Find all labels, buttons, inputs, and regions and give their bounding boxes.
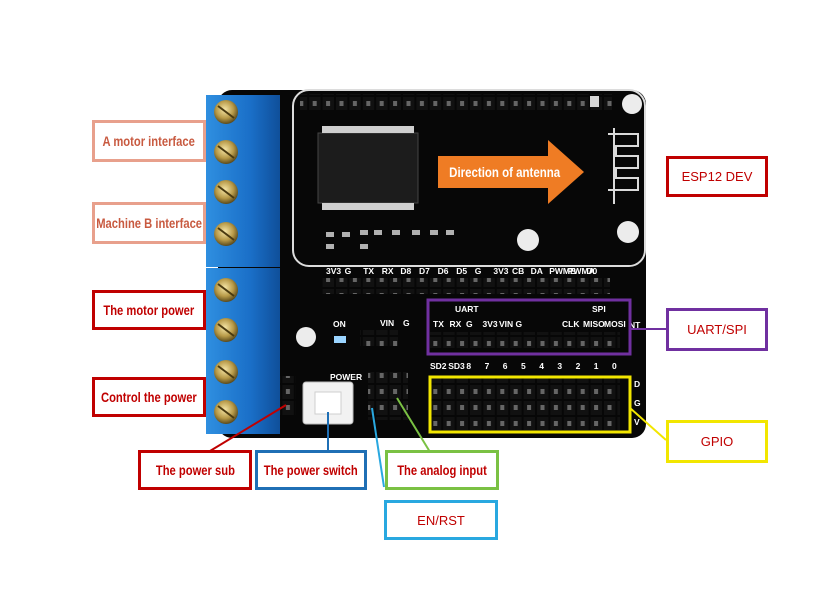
pin-label: G bbox=[475, 266, 482, 276]
gpio-highlight bbox=[428, 375, 632, 434]
pin-label: SD3 bbox=[448, 361, 465, 371]
smd-components bbox=[326, 230, 454, 249]
pin-label: PWMA bbox=[568, 266, 595, 276]
label-analog-input: The analog input bbox=[385, 450, 499, 490]
pin-label: G bbox=[516, 319, 523, 329]
pin-label: 0 bbox=[612, 361, 617, 371]
pin-label: D7 bbox=[419, 266, 430, 276]
esp-module-outline bbox=[292, 89, 646, 267]
label-esp12-dev: ESP12 DEV bbox=[666, 156, 768, 197]
power-label: POWER bbox=[330, 372, 362, 382]
pin-label: CB bbox=[512, 266, 524, 276]
edge-pin-label: D bbox=[634, 379, 640, 389]
pin-label: MISO bbox=[583, 319, 605, 329]
on-led bbox=[334, 336, 346, 343]
pin-label: 6 bbox=[503, 361, 508, 371]
pin-label: 2 bbox=[576, 361, 581, 371]
pin-label: 4 bbox=[539, 361, 544, 371]
leader-line bbox=[396, 397, 431, 453]
mount-hole bbox=[622, 94, 642, 114]
pin-label: VIN bbox=[499, 319, 513, 329]
reset-button bbox=[590, 96, 599, 107]
spi-title: SPI bbox=[592, 304, 606, 314]
leader-line bbox=[371, 407, 385, 488]
edge-pin-label: V bbox=[634, 417, 640, 427]
pin-label: 3V3 bbox=[493, 266, 508, 276]
pin-label: 3 bbox=[557, 361, 562, 371]
pin-label: CLK bbox=[562, 319, 580, 329]
label-control-power: Control the power bbox=[92, 377, 206, 417]
pin-label: G bbox=[466, 319, 473, 329]
pin-label: 1 bbox=[594, 361, 599, 371]
label-power-switch: The power switch bbox=[255, 450, 367, 490]
pin-label: DA bbox=[531, 266, 543, 276]
edge-pin-label: G bbox=[634, 398, 641, 408]
header-row bbox=[322, 278, 610, 294]
int-label: NT bbox=[629, 320, 641, 330]
on-label: ON bbox=[333, 319, 346, 329]
pin-label: D8 bbox=[400, 266, 411, 276]
leader-line bbox=[629, 407, 667, 441]
pin-label: PWMB bbox=[549, 266, 576, 276]
gpio-header bbox=[430, 378, 620, 430]
pin-label: 3V3 bbox=[326, 266, 341, 276]
pin-label: RX bbox=[382, 266, 394, 276]
vin-label: VIN bbox=[380, 318, 394, 328]
antenna-trace bbox=[608, 128, 639, 204]
pin-label: RX bbox=[450, 319, 462, 329]
label-machine-b-interface: Machine B interface bbox=[92, 202, 206, 244]
antenna-text: Direction of antenna bbox=[449, 164, 561, 180]
uart-spi-highlight bbox=[426, 298, 632, 356]
pin-label: SD2 bbox=[430, 361, 447, 371]
label-power-sub: The power sub bbox=[138, 450, 252, 490]
pin-label: G bbox=[345, 266, 352, 276]
mount-hole bbox=[517, 229, 539, 251]
mount-hole bbox=[617, 221, 639, 243]
mount-hole bbox=[296, 327, 316, 347]
pin-label: MOSI bbox=[604, 319, 626, 329]
antenna-arrow bbox=[438, 140, 584, 204]
edge-pin-labels: DGV bbox=[634, 379, 641, 427]
power-sub-header bbox=[280, 376, 296, 416]
pin-label: 3V3 bbox=[483, 319, 498, 329]
pin-label: 7 bbox=[485, 361, 490, 371]
leader-line bbox=[209, 404, 287, 452]
uart-title: UART bbox=[455, 304, 479, 314]
label-motor-power: The motor power bbox=[92, 290, 206, 330]
header-row bbox=[360, 330, 398, 346]
analog-header bbox=[368, 372, 408, 420]
label-a-motor-interface: A motor interface bbox=[92, 120, 206, 162]
pin-label: D6 bbox=[438, 266, 449, 276]
pin-label: 8 bbox=[466, 361, 471, 371]
g-label: G bbox=[403, 318, 410, 328]
header-row bbox=[430, 332, 620, 348]
pin-label: TX bbox=[433, 319, 444, 329]
pin-label: D0 bbox=[586, 266, 597, 276]
label-gpio: GPIO bbox=[666, 420, 768, 463]
label-uart-spi: UART/SPI bbox=[666, 308, 768, 351]
pin-label: 5 bbox=[521, 361, 526, 371]
driver-chip bbox=[317, 132, 419, 204]
top-header bbox=[300, 94, 612, 110]
label-en-rst: EN/RST bbox=[384, 500, 498, 540]
pin-label: TX bbox=[363, 266, 374, 276]
pin-label: D5 bbox=[456, 266, 467, 276]
